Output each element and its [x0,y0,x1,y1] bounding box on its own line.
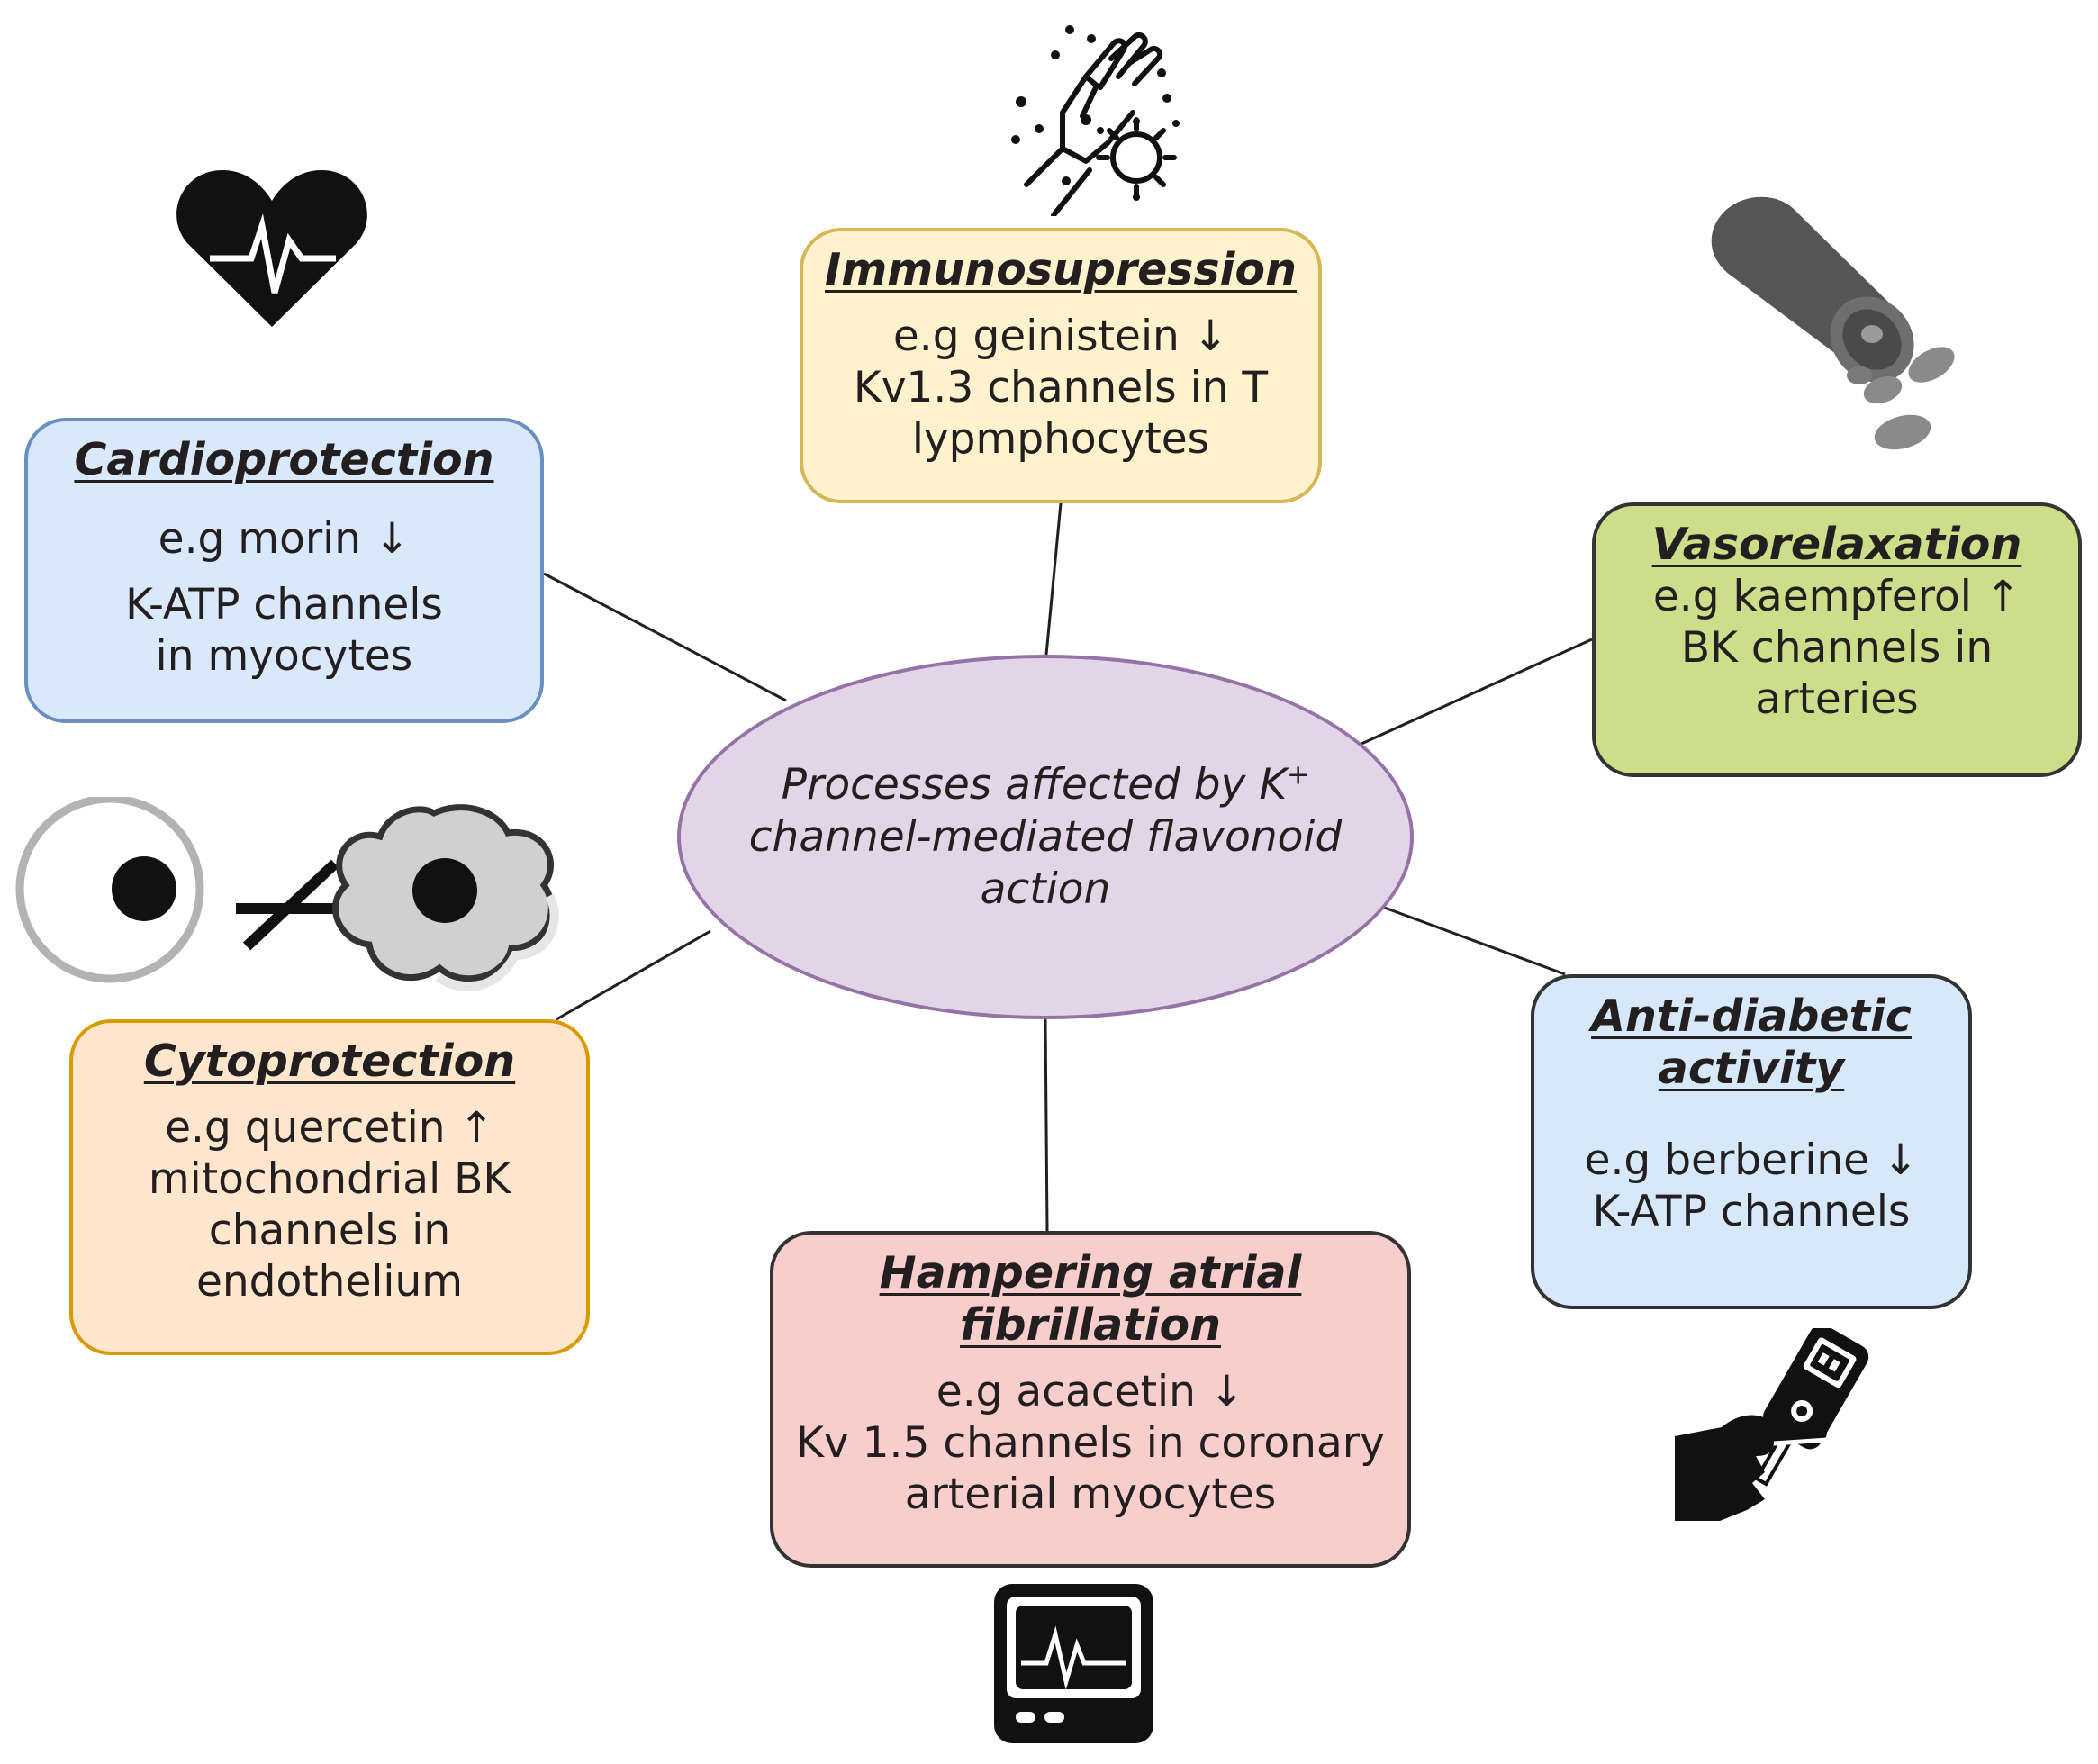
hand-washing-virus-icon [1011,25,1180,216]
cardioprotection-line-3: in myocytes [155,631,413,681]
atrial-fibrillation-line-2: Kv 1.5 channels in coronary [796,1418,1385,1468]
cytoprotection-line-4: endothelium [195,1257,464,1307]
atrial-fibrillation-line-1: e.g acacetin ↓ [936,1367,1245,1416]
heart-rate-icon [176,170,367,327]
immunosuppression-box: Immunosupression e.g geinistein ↓ Kv1.3 … [800,228,1322,503]
cytoprotection-line-3: channels in [208,1206,451,1255]
antidiabetic-title-line-2: activity [1658,1043,1845,1094]
antidiabetic-box: Anti-diabetic activity e.g berberine ↓ K… [1531,974,1972,1309]
vasorelaxation-line-1: e.g kaempferol ↑ [1652,572,2021,621]
vasorelaxation-title: Vasorelaxation [1651,519,2022,570]
pill-bottle-icon [1711,196,1955,450]
connector-immuno [1044,502,1063,656]
cytoprotection-box: Cytoprotection e.g quercetin ↑ mitochond… [69,1019,590,1355]
immunosuppression-title: Immunosupression [825,244,1297,295]
atrial-fibrillation-line-3: arterial myocytes [904,1470,1277,1519]
cardioprotection-line-1: e.g morin ↓ [158,514,411,564]
immunosuppression-line-3: lypmphocytes [911,414,1210,464]
glucose-meter-icon [1675,1328,1869,1521]
cytoprotection-line-2: mitochondrial BK [148,1154,511,1204]
connector-antidiab [1381,905,1566,976]
antidiabetic-line-2: K-ATP channels [1592,1187,1911,1236]
vasorelaxation-box: Vasorelaxation e.g kaempferol ↑ BK chann… [1592,502,2082,777]
antidiabetic-title-line-1: Anti-diabetic [1591,991,1912,1042]
antidiabetic-line-1: e.g berberine ↓ [1584,1135,1919,1185]
atrial-fibrillation-title-line-1: Hampering atrial [879,1247,1302,1298]
vasorelaxation-line-3: arteries [1755,674,1919,724]
connector-afib [1044,1018,1049,1232]
central-label-part2: channel-mediated flavonoid action [748,811,1343,914]
vasorelaxation-line-2: BK channels in [1680,623,1994,673]
immunosuppression-line-1: e.g geinistein ↓ [892,312,1229,361]
connector-vaso [1361,638,1593,746]
central-label-superscript: + [1287,758,1310,791]
central-process-node: Processes affected by K+ channel-mediate… [677,655,1414,1019]
cell-death-blocked-icon [15,797,559,992]
atrial-fibrillation-title-line-2: fibrillation [959,1299,1222,1351]
central-label-part1: Processes affected by K [781,759,1288,810]
connector-cyto [556,929,711,1021]
atrial-fibrillation-box: Hampering atrial fibrillation e.g acacet… [770,1231,1411,1568]
cytoprotection-title: Cytoprotection [143,1036,516,1087]
cardioprotection-box: Cardioprotection e.g morin ↓ K-ATP chann… [24,418,544,723]
cardioprotection-line-2: K-ATP channels [125,580,443,629]
cardioprotection-title: Cardioprotection [74,434,494,485]
connector-cardio [543,572,787,702]
immunosuppression-line-2: Kv1.3 channels in T [853,363,1269,412]
ecg-monitor-icon [994,1584,1153,1743]
cytoprotection-line-1: e.g quercetin ↑ [165,1103,494,1153]
central-process-label: Processes affected by K+ channel-mediate… [730,759,1361,916]
